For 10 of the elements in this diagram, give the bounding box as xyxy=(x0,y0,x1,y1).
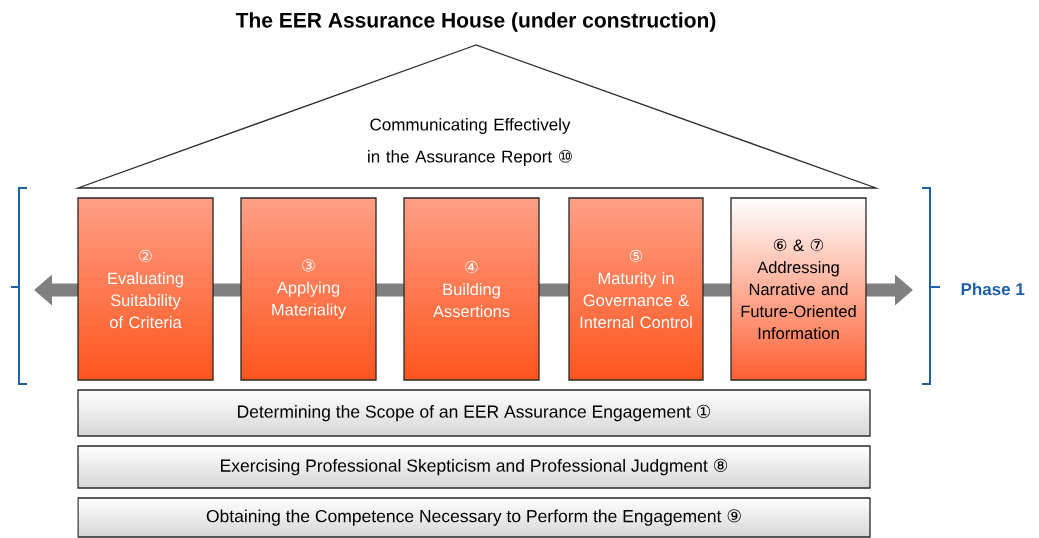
pillar-box: ⑥ & ⑦ Addressing Narrative and Future-Oriented Information xyxy=(730,197,867,381)
phase-label: Phase 1 xyxy=(961,282,1025,296)
pillar-box: ② Evaluating Suitability of Criteria xyxy=(77,197,214,381)
foundation-bar: Exercising Professional Skepticism and Professional Judgment ⑧ xyxy=(77,445,871,489)
title: The EER Assurance House (under construction) xyxy=(235,12,716,32)
foundation-bar: Obtaining the Competence Necessary to Perform the Engagement ⑨ xyxy=(77,497,871,538)
pillar-box: ⑤ Maturity in Governance & Internal Control xyxy=(568,197,704,381)
pillar-box: ③ Applying Materiality xyxy=(240,197,377,381)
pillar-box: ④ Building Assertions xyxy=(403,197,540,381)
foundation-bar: Determining the Scope of an EER Assurance Engagement ① xyxy=(77,389,871,437)
